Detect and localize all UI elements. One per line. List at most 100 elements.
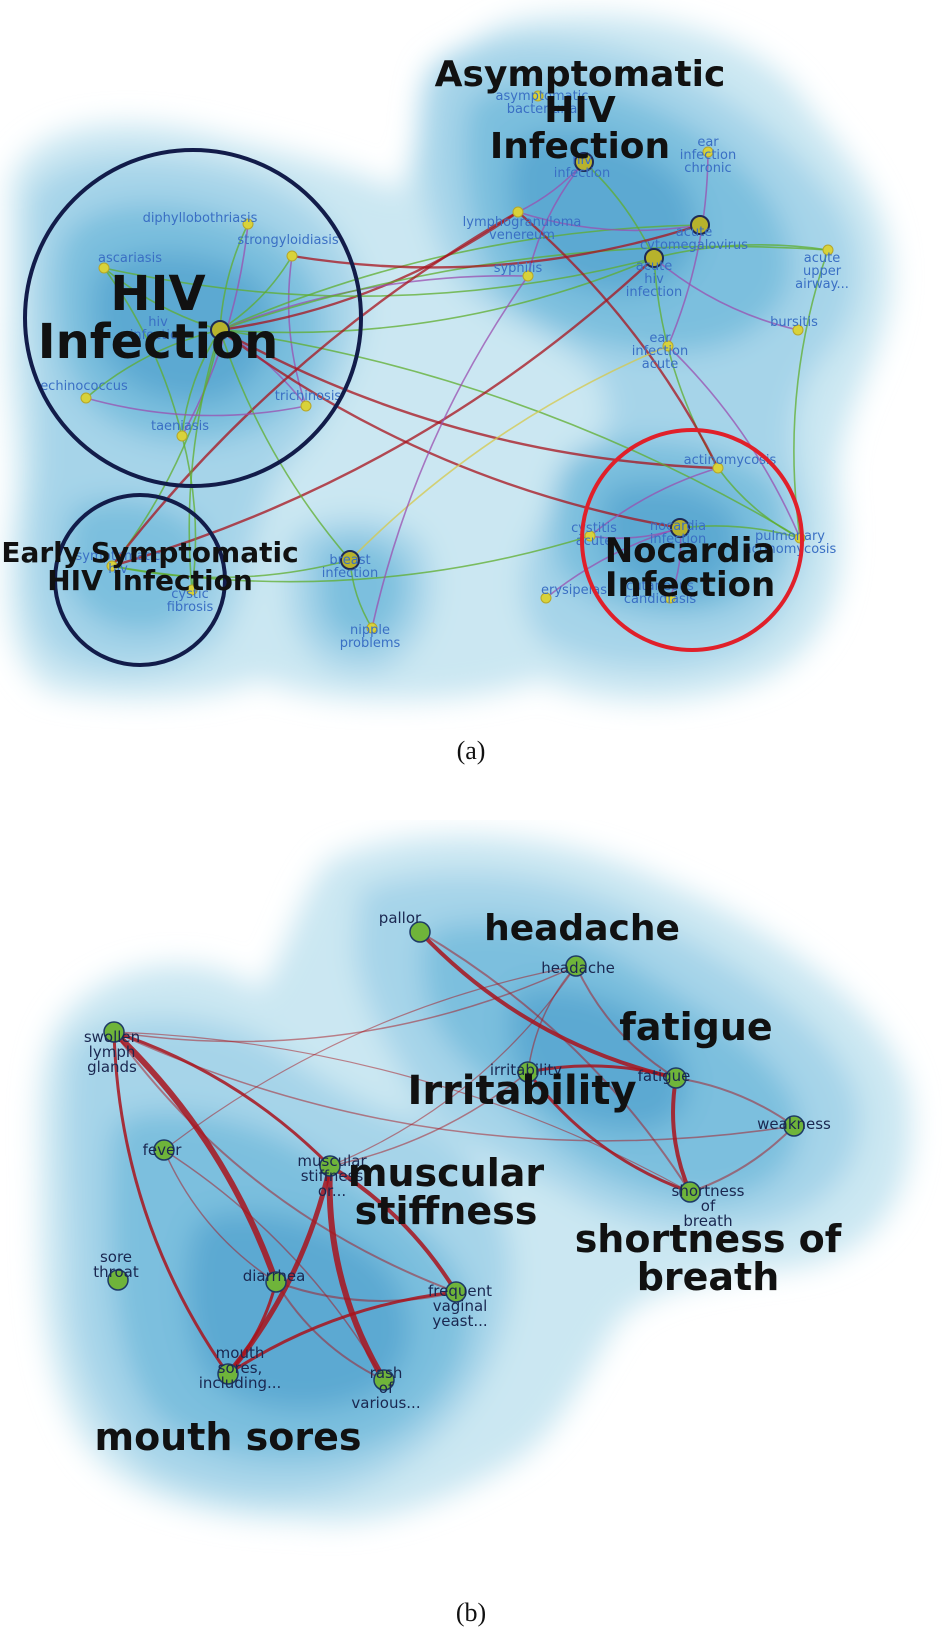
node-taeniasis[interactable]: taeniasis (151, 419, 209, 442)
node-ascariasis[interactable]: ascariasis (98, 251, 162, 274)
node-label: fatigue (638, 1067, 691, 1085)
caption-a: (a) (456, 736, 486, 765)
node-marker (373, 1369, 395, 1391)
node-label: diphyllobothriasis (143, 211, 258, 226)
node-echinococcus[interactable]: echinococcus (40, 379, 128, 404)
edge-pallor-fatigue_n (418, 930, 678, 1080)
node-actino[interactable]: actinomycosis (684, 453, 777, 474)
edge-swollen-diarrhea (111, 1029, 279, 1285)
node-syphilis[interactable]: syphilis (494, 261, 543, 282)
edge-acute_hiv-acute_upper (653, 244, 829, 259)
node-marker (242, 218, 254, 230)
edges-b (111, 930, 795, 1383)
node-marker (98, 262, 110, 274)
edge-fever-rash (163, 1149, 385, 1381)
node-diphyllobothriasis[interactable]: diphyllobothriasis (143, 211, 258, 230)
cluster-label-fatigue: fatigue (619, 1005, 772, 1049)
edge-nocardia_node-pulm_actino (679, 525, 801, 539)
node-fever[interactable]: fever (143, 1139, 183, 1161)
edge-hiv_node_a-echinococcus (85, 329, 221, 399)
node-label: irritability (490, 1061, 562, 1079)
edge-mouth_n-vaginal (226, 1290, 458, 1376)
node-marker (822, 244, 834, 256)
edge-swollen-vaginal (113, 1031, 457, 1293)
cluster-label-headache: headache (484, 908, 680, 949)
panel-a: diphyllobothriasis strongyloidiasis ascari… (0, 0, 942, 760)
cluster-label-irritability: Irritability (407, 1068, 636, 1114)
caption-b: (b) (455, 1598, 487, 1627)
edge-hiv_node_a-acute_hiv (219, 257, 655, 334)
node-headache_n[interactable]: headache (541, 955, 615, 977)
edge-symptomatic_hiv-lympho (111, 210, 519, 567)
edge-swollen-shortness_n (113, 1031, 691, 1193)
edge-erysipelas-nocardia_node (545, 527, 681, 599)
node-marker (532, 90, 544, 102)
node-label: strongyloidiasis (237, 233, 338, 248)
node-strongyloidiasis[interactable]: strongyloidiasis (237, 233, 339, 262)
node-marker (522, 270, 534, 282)
edge-symptomatic_hiv-acute_hiv (111, 257, 655, 568)
edge-breast_inf-ear_acute (349, 345, 669, 561)
node-irritability_n[interactable]: irritability (490, 1061, 562, 1083)
node-marker (702, 146, 714, 158)
edge-fatigue_n-shortness_n (671, 1076, 692, 1194)
edge-hiv_node_a-diphyllobothriasis (219, 223, 249, 331)
node-label: ascariasis (98, 251, 162, 266)
highlight-circle-hiv (23, 148, 363, 488)
edge-swollen-headache_n (113, 965, 577, 1043)
node-bursitis[interactable]: bursitis (770, 315, 818, 336)
edge-weakness-shortness_n (689, 1125, 795, 1193)
node-trichinosis[interactable]: trichinosis (275, 389, 342, 412)
edge-diarrhea-mouth_n (226, 1280, 278, 1376)
edge-hiv_node_a-syphilis (219, 274, 529, 331)
node-marker (783, 1115, 805, 1137)
edge-irritability_n-shortness_n (526, 1070, 692, 1194)
edge-breast_inf-hiv_node_a (219, 329, 351, 561)
node-weakness[interactable]: weakness (757, 1115, 831, 1137)
node-marker (665, 1067, 687, 1089)
node-fatigue_n[interactable]: fatigue (638, 1067, 691, 1089)
node-diarrhea[interactable]: diarrhea (243, 1267, 306, 1293)
edge-swollen-mouth_n (112, 1030, 230, 1376)
node-pallor[interactable]: pallor (379, 909, 431, 943)
edges-a (85, 151, 829, 629)
